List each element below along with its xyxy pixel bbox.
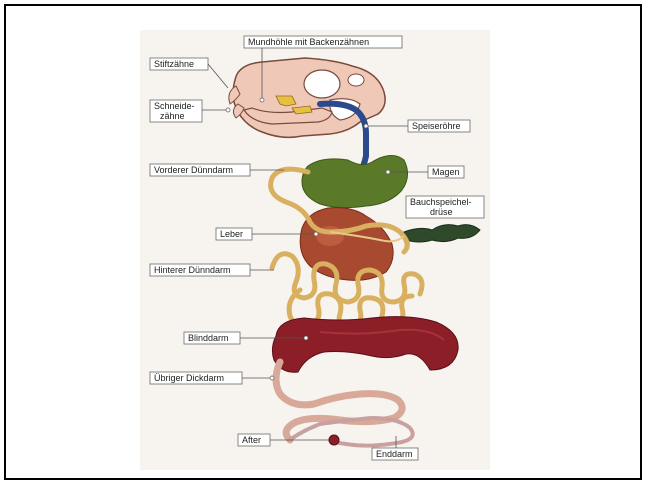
svg-text:After: After — [242, 435, 261, 445]
svg-text:Blinddarm: Blinddarm — [188, 333, 229, 343]
svg-text:Schneide-: Schneide- — [154, 101, 195, 111]
svg-text:Mundhöhle mit Backenzähnen: Mundhöhle mit Backenzähnen — [248, 37, 369, 47]
svg-text:Stiftzähne: Stiftzähne — [154, 59, 194, 69]
svg-text:drüse: drüse — [430, 207, 453, 217]
label-pancreas: Bauchspeichel- drüse — [406, 196, 484, 218]
svg-text:Leber: Leber — [220, 229, 243, 239]
svg-text:Enddarm: Enddarm — [376, 449, 413, 459]
svg-text:Hinterer Dünndarm: Hinterer Dünndarm — [154, 265, 231, 275]
svg-text:zähne: zähne — [160, 111, 185, 121]
svg-text:Magen: Magen — [432, 167, 460, 177]
svg-text:Vorderer Dünndarm: Vorderer Dünndarm — [154, 165, 233, 175]
svg-text:Speiseröhre: Speiseröhre — [412, 121, 461, 131]
anus-marker — [329, 435, 339, 445]
svg-text:Bauchspeichel-: Bauchspeichel- — [410, 197, 472, 207]
svg-text:Übriger Dickdarm: Übriger Dickdarm — [154, 373, 224, 383]
